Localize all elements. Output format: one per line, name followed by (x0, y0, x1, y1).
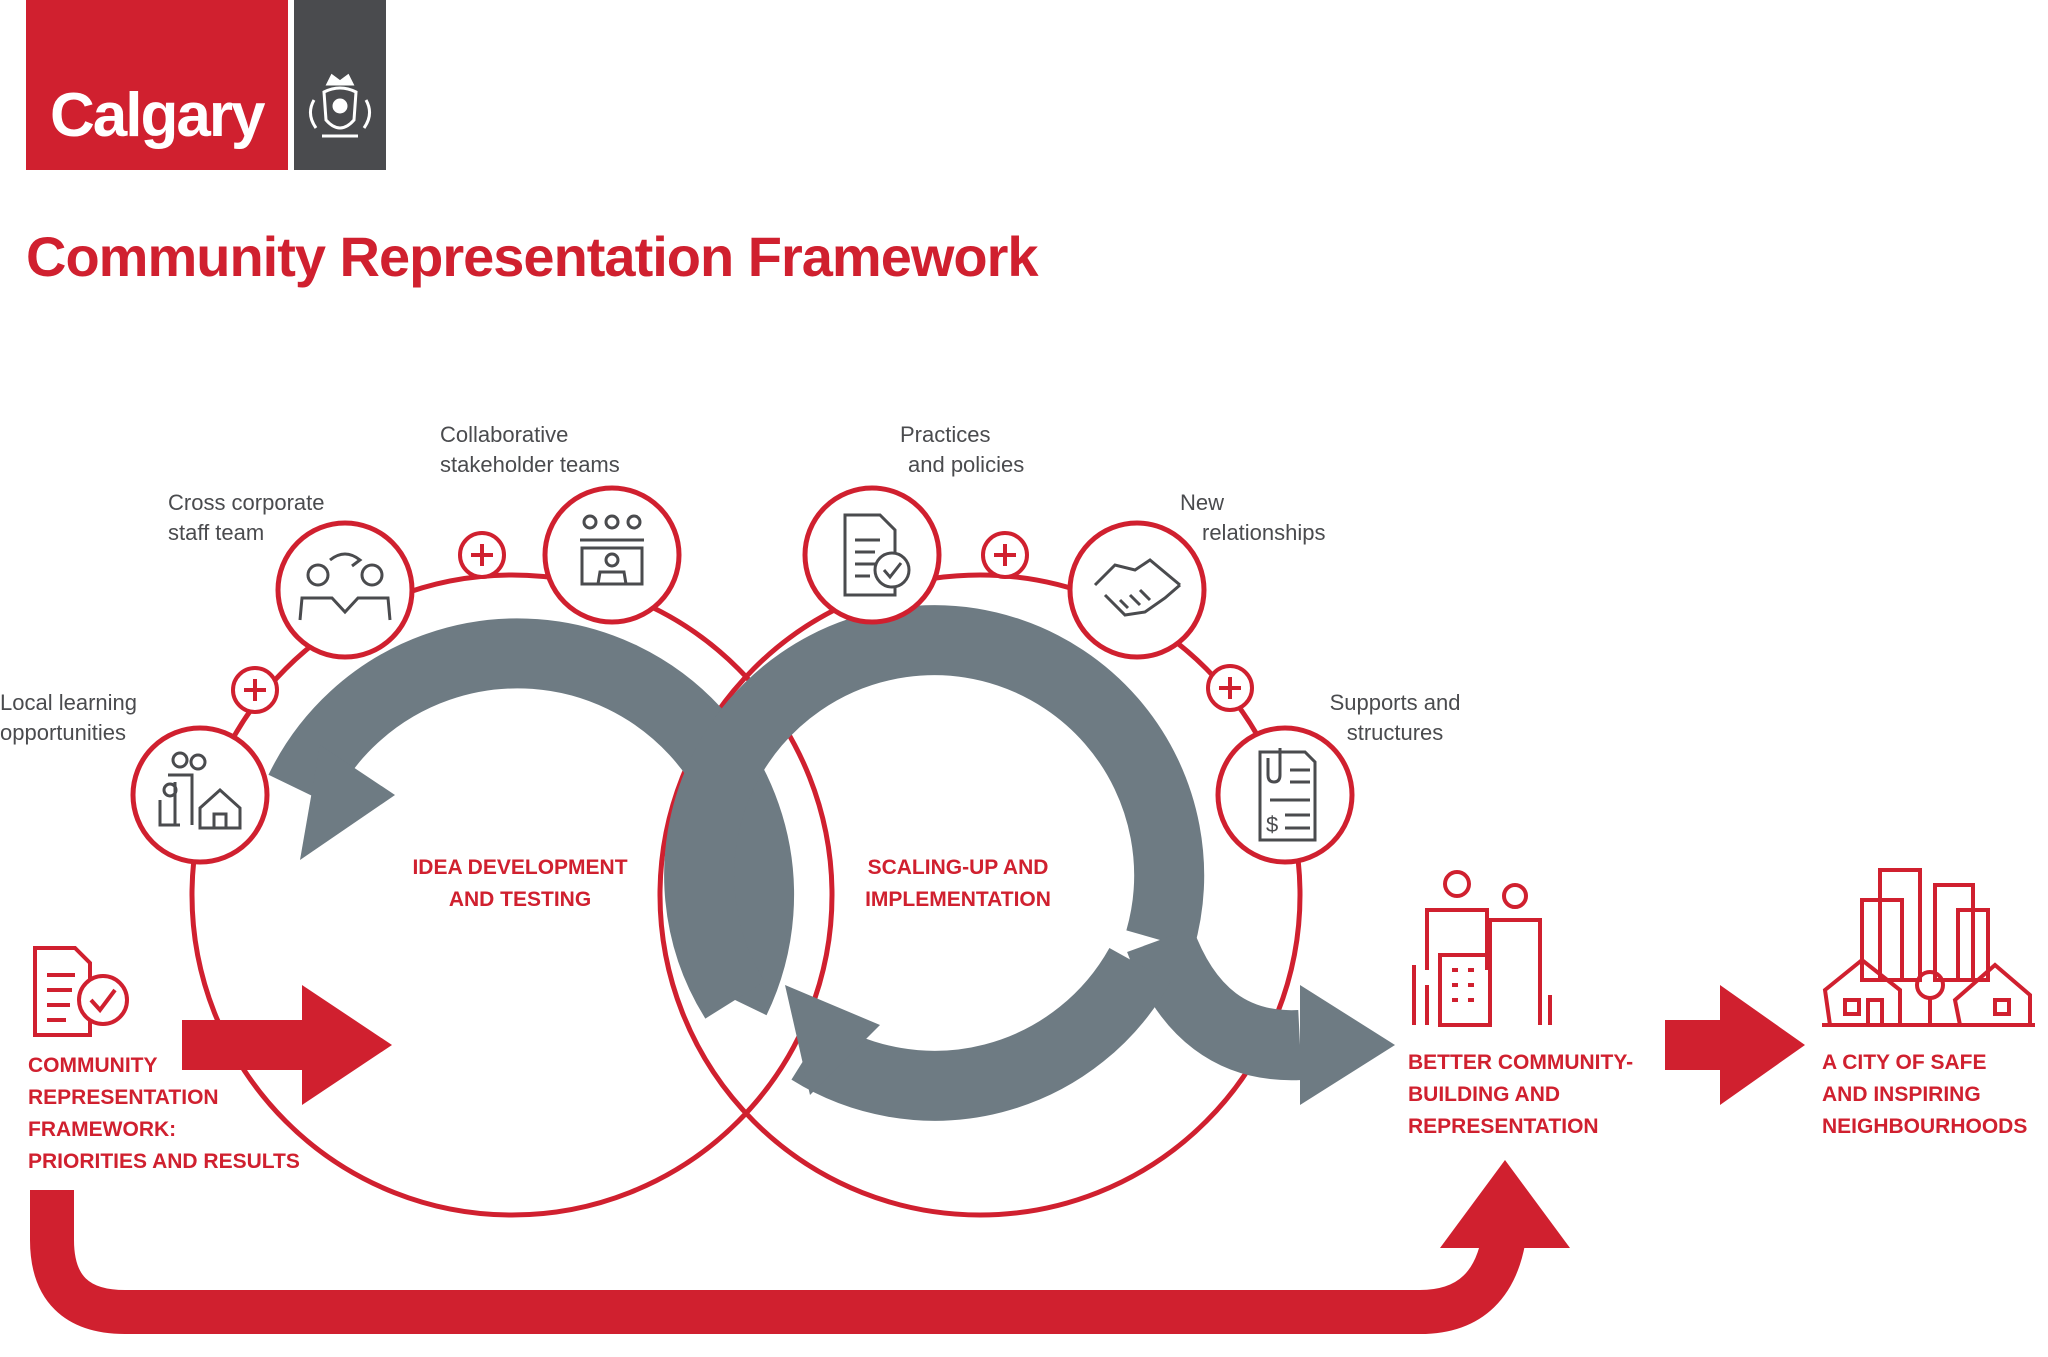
left-outer-circle (189, 572, 835, 1218)
plus-icon-2 (458, 531, 506, 579)
node-practices (802, 485, 942, 625)
exit-arrowhead (1300, 985, 1395, 1105)
handshake-icon (1093, 558, 1181, 617)
node-cross-corporate (275, 520, 415, 660)
right-outer-circle (657, 572, 1303, 1218)
label-framework-priorities: COMMUNITY REPRESENTATION FRAMEWORK: PRIO… (28, 1054, 300, 1173)
goal-arrow-shaft (1665, 1020, 1720, 1070)
bottom-sweep-arrow (30, 1190, 1527, 1334)
node-new-relationships (1067, 520, 1207, 660)
right-loop-arc-top (664, 605, 1205, 1019)
community-people-icon (1412, 870, 1552, 1027)
right-loop-arrowhead (785, 985, 880, 1095)
cityscape-icon (1822, 868, 2035, 1027)
document-dollar-icon: $ (1258, 748, 1317, 842)
plus-icon-4 (1206, 664, 1254, 712)
label-local-learning: Local learning opportunities (0, 690, 137, 745)
label-practices: Practices and policies (900, 422, 1025, 477)
infinity-loop (268, 605, 1302, 1121)
page-title: Community Representation Framework (26, 225, 1039, 288)
plus-connectors (231, 531, 1254, 714)
label-new-relationships: New relationships (1180, 490, 1326, 545)
right-loop-exit (1127, 927, 1302, 1081)
bottom-sweep-arrowhead (1440, 1160, 1570, 1248)
logo-text: Calgary (50, 81, 265, 150)
people-meeting-icon (298, 552, 392, 621)
node-local-learning (130, 725, 270, 865)
city-logo (26, 0, 288, 170)
label-idea-development: IDEA DEVELOPMENT AND TESTING (412, 856, 628, 911)
label-supports: Supports and structures (1329, 690, 1461, 745)
right-loop-arc-bottom (791, 947, 1171, 1121)
left-loop-arrowhead (300, 745, 395, 860)
label-safe-city: A CITY OF SAFE AND INSPIRING NEIGHBOURHO… (1822, 1051, 2028, 1138)
start-arrow-shaft (182, 1020, 302, 1070)
family-house-icon (158, 751, 242, 830)
label-scaling-up: SCALING-UP AND IMPLEMENTATION (865, 856, 1051, 911)
start-arrow-head (302, 985, 392, 1105)
plus-icon-1 (231, 666, 279, 714)
document-check-icon (843, 513, 911, 597)
label-cross-corporate: Cross corporate staff team (168, 490, 325, 545)
node-supports (1215, 725, 1355, 865)
goal-arrow-head (1720, 985, 1805, 1105)
plus-icon-3 (981, 531, 1029, 579)
group-table-icon (580, 514, 644, 586)
crest-icon (309, 73, 371, 138)
left-loop-arc (268, 618, 794, 1016)
framework-document-icon (33, 946, 129, 1037)
label-collaborative: Collaborative stakeholder teams (440, 422, 620, 477)
svg-text:$: $ (1266, 812, 1278, 837)
label-better-community: BETTER COMMUNITY- BUILDING AND REPRESENT… (1408, 1051, 1634, 1138)
